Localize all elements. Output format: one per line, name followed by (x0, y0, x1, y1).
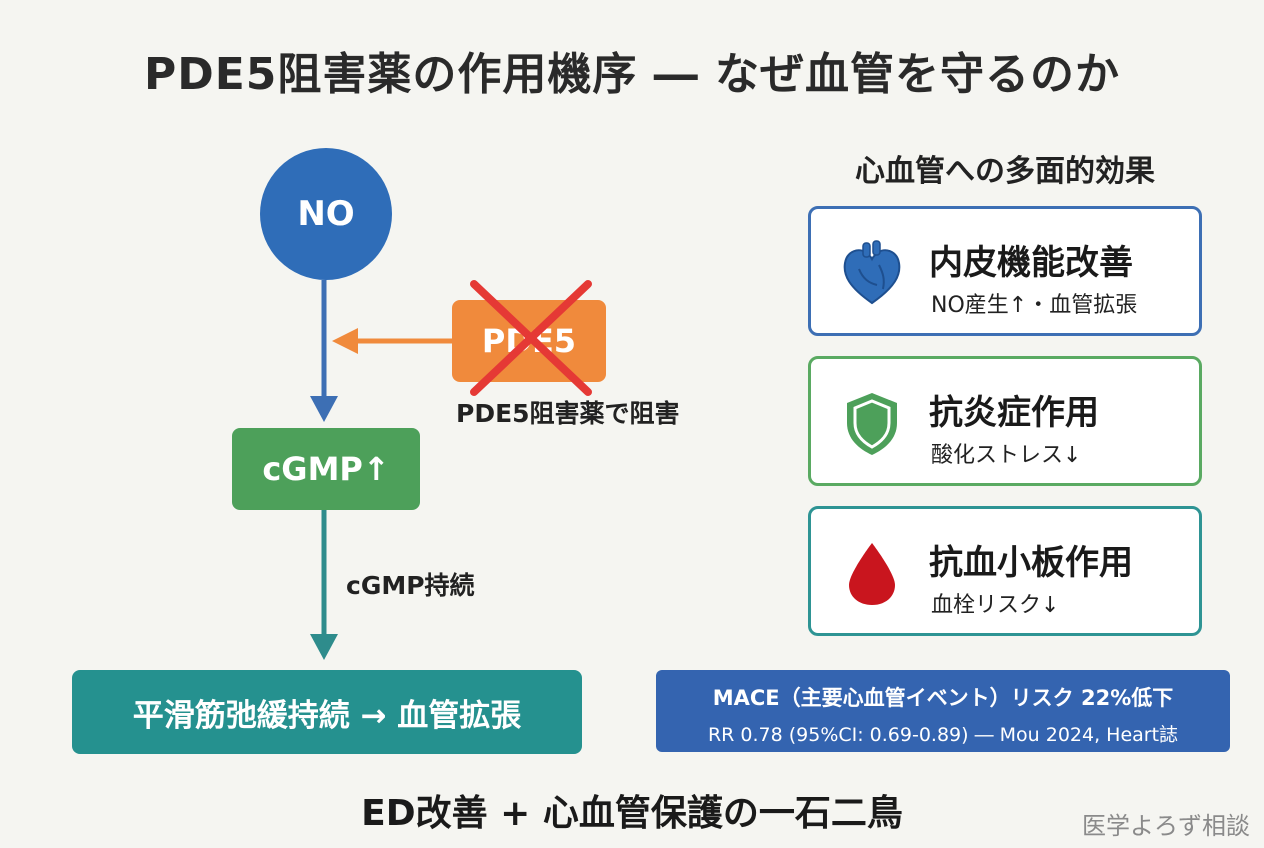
effect-card-title: 内皮機能改善 (929, 243, 1133, 283)
effect-card-subtitle: 酸化ストレス↓ (931, 443, 1082, 468)
bottom-tagline: ED改善 + 心血管保護の一石二鳥 (361, 793, 903, 834)
blood-drop-icon (849, 543, 895, 605)
inhibition-cross-icon (470, 280, 592, 396)
effect-card-anti-inflammatory: 抗炎症作用 酸化ストレス↓ (808, 356, 1202, 486)
page-title: PDE5阻害薬の作用機序 ― なぜ血管を守るのか (143, 49, 1121, 100)
watermark: 医学よろず相談 (1082, 812, 1250, 840)
cgmp-sustain-label: cGMP持続 (346, 571, 475, 600)
effect-card-title: 抗血小板作用 (929, 543, 1133, 583)
effect-card-title: 抗炎症作用 (929, 393, 1099, 433)
effect-card-subtitle: NO産生↑・血管拡張 (931, 293, 1138, 318)
mace-headline: MACE（主要心血管イベント）リスク 22%低下 (712, 686, 1174, 710)
effects-heading: 心血管への多面的効果 (855, 154, 1155, 189)
cgmp-to-result-arrowhead (310, 634, 338, 660)
result-node: 平滑筋弛緩持続 → 血管拡張 (72, 670, 582, 754)
effect-card-endothelial: 内皮機能改善 NO産生↑・血管拡張 (808, 206, 1202, 336)
inhibition-label: PDE5阻害薬で阻害 (456, 399, 680, 428)
shield-icon (847, 393, 897, 455)
mace-citation: RR 0.78 (95%CI: 0.69-0.89) ― Mou 2024, H… (707, 724, 1179, 746)
effect-card-antiplatelet: 抗血小板作用 血栓リスク↓ (808, 506, 1202, 636)
pde5-arrowhead (332, 328, 358, 354)
effect-card-subtitle: 血栓リスク↓ (931, 593, 1060, 618)
mace-result-box: MACE（主要心血管イベント）リスク 22%低下 RR 0.78 (95%CI:… (656, 670, 1230, 752)
cgmp-node: cGMP↑ (232, 428, 420, 510)
heart-icon (843, 240, 901, 305)
no-to-cgmp-arrowhead (310, 396, 338, 422)
no-node: NO (260, 148, 392, 280)
